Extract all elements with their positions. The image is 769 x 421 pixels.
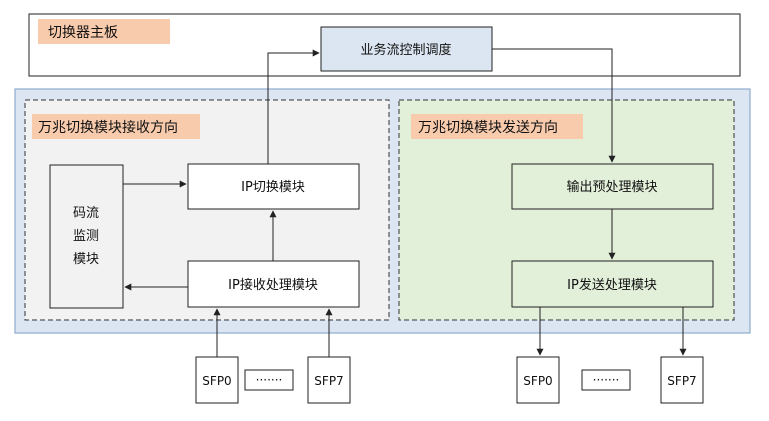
tx-port-sfp0 [516, 356, 560, 404]
rx-port-sfp7-label: SFP7 [314, 374, 343, 388]
control-label: 业务流控制调度 [360, 42, 451, 58]
rx-port-ellipsis-label: ······· [256, 373, 283, 387]
tx-port-sfp7 [660, 356, 704, 404]
mainboard-title: 切换器主板 [48, 24, 118, 41]
mainboard-title-tag [38, 19, 170, 44]
rx-port-sfp0-label: SFP0 [202, 374, 231, 388]
ip-tx-label: IP发送处理模块 [567, 277, 657, 293]
ip-rx-label: IP接收处理模块 [228, 277, 318, 293]
monitor-line-1: 码流 [73, 206, 99, 221]
rx-port-sfp0 [195, 356, 239, 404]
tx-port-ellipsis-label: ······· [593, 373, 620, 387]
tx-port-sfp0-label: SFP0 [523, 374, 552, 388]
ip-switch-label: IP切换模块 [241, 180, 305, 195]
tx-title-tag [411, 114, 583, 139]
monitor-line-2: 监测 [73, 229, 99, 244]
monitor-line-3: 模块 [73, 252, 99, 267]
monitor-box [49, 164, 124, 309]
ip-tx-box [511, 260, 714, 308]
rx-port-ellipsis [244, 369, 294, 391]
ip-switch-box [187, 163, 360, 210]
rx-title-tag [32, 114, 200, 139]
arrow-control-to-preprocess [492, 48, 616, 163]
rx-port-sfp7 [307, 356, 351, 404]
arrow-ipswitch-to-control [267, 49, 320, 164]
tx-port-sfp7-label: SFP7 [667, 374, 696, 388]
control-box [320, 26, 493, 72]
tx-title: 万兆切换模块发送方向 [418, 119, 558, 136]
rx-title: 万兆切换模块接收方向 [38, 119, 178, 136]
ip-rx-box [187, 260, 360, 308]
tx-port-ellipsis [581, 369, 631, 391]
preprocess-label: 输出预处理模块 [566, 179, 657, 195]
